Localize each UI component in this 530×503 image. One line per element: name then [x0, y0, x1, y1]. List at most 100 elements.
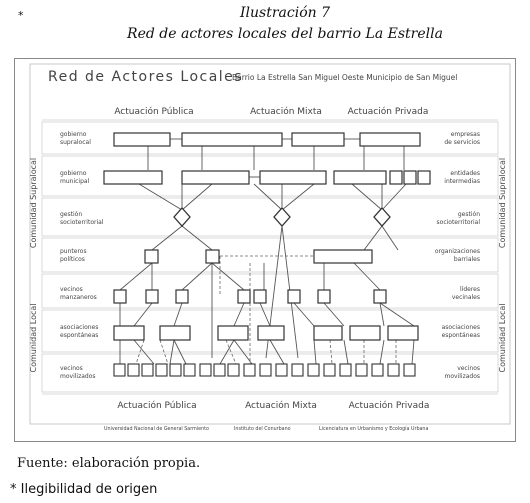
neighbor-box [183, 363, 196, 377]
left-label-line2: espontáneas [60, 332, 98, 339]
column-header-mixed: Actuación Mixta [250, 106, 322, 117]
neighbor-box [127, 363, 140, 377]
right-label-line1: organizaciones [435, 248, 480, 255]
actor-box [317, 289, 331, 304]
left-label-line2: municipal [60, 178, 90, 185]
neighbor-boxes [113, 363, 416, 377]
management-node [173, 207, 191, 227]
right-label-line2: espontáneas [442, 332, 480, 339]
left-row-labels: gobierno supralocal gobierno municipal g… [60, 131, 104, 380]
actor-box [387, 325, 419, 341]
management-node [373, 207, 391, 227]
neighbor-box [227, 363, 240, 377]
left-label-line2: supralocal [60, 139, 91, 146]
left-label-line1: gestión [60, 211, 82, 218]
right-label-line2: intermedias [444, 178, 480, 185]
actor-box [259, 170, 327, 185]
actor-box [287, 289, 301, 304]
diagram-inner-frame [29, 63, 511, 425]
header-place: Barrio La Estrella San Miguel Oeste Muni… [232, 73, 457, 82]
figure-source: Fuente: elaboración propia. [17, 456, 201, 471]
column-header-private: Actuación Privada [348, 106, 429, 117]
actor-box [257, 325, 285, 341]
column-header-public-bottom: Actuación Pública [117, 400, 196, 411]
right-row-labels: empresas de servicios entidades intermed… [435, 131, 480, 380]
right-label-line1: vecinos [457, 365, 480, 372]
figure-title: Ilustración 7 [240, 5, 330, 21]
neighbor-box [371, 363, 384, 377]
institutions: Universidad Nacional de General Sarmient… [104, 425, 428, 432]
actor-box [113, 132, 171, 147]
left-label-line1: gobierno [60, 131, 87, 138]
neighbor-box [307, 363, 320, 377]
institution-degree: Licenciatura en Urbanismo y Ecología Urb… [319, 425, 428, 432]
right-label-line2: movilizados [445, 373, 481, 380]
actor-box [389, 170, 403, 185]
actor-box [373, 289, 387, 304]
actor-box [113, 325, 145, 341]
neighbor-box [387, 363, 400, 377]
actor-box [205, 249, 220, 264]
actor-box [145, 289, 159, 304]
left-label-line2: políticos [60, 256, 85, 263]
neighbor-box [291, 363, 304, 377]
left-label-line2: manzaneros [60, 294, 97, 301]
neighbor-box [259, 363, 272, 377]
actor-box [253, 289, 267, 304]
column-header-public: Actuación Pública [114, 106, 193, 117]
figure-subtitle: Red de actores locales del barrio La Est… [127, 26, 443, 42]
left-label-line1: asociaciones [60, 324, 98, 331]
right-label-line1: entidades [450, 170, 480, 177]
right-label-line1: líderes [460, 286, 480, 293]
column-headers-top: Actuación Pública Actuación Mixta Actuac… [114, 106, 428, 117]
neighbor-box [323, 363, 336, 377]
actor-box [333, 170, 387, 185]
actor-box [181, 170, 250, 185]
right-label-line2: vecinales [452, 294, 480, 301]
actor-box [417, 170, 431, 185]
actor-box [144, 249, 159, 264]
management-node [273, 207, 291, 227]
actor-box [217, 325, 249, 341]
right-label-line1: gestión [458, 211, 480, 218]
column-header-private-bottom: Actuación Privada [349, 400, 430, 411]
actor-box [359, 132, 421, 147]
neighbor-box [403, 363, 416, 377]
actor-box [291, 132, 345, 147]
institution-university: Universidad Nacional de General Sarmient… [104, 426, 209, 432]
actor-box [103, 170, 163, 185]
actors-network-diagram: Red de Actores Locales Barrio La Estrell… [14, 58, 516, 442]
left-label-line2: movilizados [60, 373, 96, 380]
column-header-mixed-bottom: Actuación Mixta [245, 400, 317, 411]
neighbor-box [275, 363, 288, 377]
column-headers-bottom: Actuación Pública Actuación Mixta Actuac… [117, 400, 429, 411]
right-label-line1: asociaciones [442, 324, 480, 331]
actor-box [181, 132, 283, 147]
actor-box [313, 249, 373, 264]
figure-note: * Ilegibilidad de origen [10, 482, 158, 497]
neighbor-box [113, 363, 126, 377]
neighbor-box [155, 363, 168, 377]
right-label-line1: empresas [451, 131, 480, 138]
actor-boxes [103, 132, 431, 341]
side-label-local-right: Comunidad Local [498, 304, 507, 373]
actor-box [313, 325, 343, 341]
neighbor-box [169, 363, 182, 377]
side-label-supralocal: Comunidad Supralocal [29, 158, 38, 248]
caption-asterisk: * [18, 9, 24, 22]
neighbor-box [355, 363, 368, 377]
actor-box [349, 325, 381, 341]
dashed-connectors [135, 255, 397, 365]
institution-institute: Instituto del Conurbano [234, 426, 291, 432]
right-label-line2: barriales [454, 256, 480, 263]
right-label-line2: de servicios [444, 139, 480, 146]
neighbor-box [339, 363, 352, 377]
actor-box [403, 170, 417, 185]
side-label-local: Comunidad Local [29, 304, 38, 373]
management-nodes [173, 207, 391, 227]
neighbor-box [243, 363, 256, 377]
left-label-line1: vecinos [60, 365, 83, 372]
actor-box [175, 289, 189, 304]
left-label-line1: vecinos [60, 286, 83, 293]
left-label-line1: gobierno [60, 170, 87, 177]
